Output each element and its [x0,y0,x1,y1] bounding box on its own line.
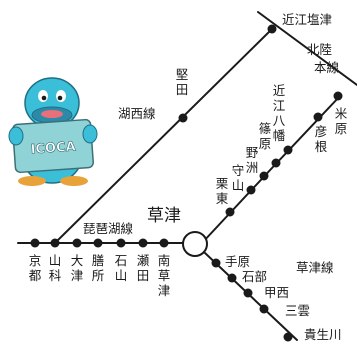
station-label-kosei_st: 甲西 [264,285,289,300]
station-dot-tehara[interactable] [211,258,221,268]
station-dot-maibara[interactable] [333,91,343,101]
kusatsu-line [204,252,298,341]
station-dot-omihachiman[interactable] [283,145,293,155]
station-dot-kibukawa[interactable] [283,332,293,342]
station-label-minamikusatsu: 南草津 [158,253,171,298]
line-label-biwako: 琵琶湖線 [83,221,134,236]
station-dot-moriyama[interactable] [246,185,256,195]
station-dot-yamashina[interactable] [50,238,60,248]
station-label-maibara: 米原 [335,106,348,136]
station-dot-kyoto[interactable] [30,238,40,248]
station-dot-kosei-st[interactable] [243,288,253,298]
card-text: ICOCA [30,139,76,157]
platypus-mascot-icon: ICOCA [8,77,98,186]
station-label-ishibe: 石部 [242,269,267,284]
station-label-rittou: 栗東 [216,176,229,206]
station-dot-shinohara[interactable] [271,158,281,168]
station-label-tehara: 手原 [225,254,250,269]
station-label-hikone: 彦根 [315,124,328,154]
station-label-omihachiman: 近江八幡 [273,83,286,143]
hub-label: 草津 [147,206,181,226]
station-label-katata: 堅田 [176,67,189,97]
line-label-kosei: 湖西線 [118,106,156,121]
hokuriku-line [257,11,357,86]
station-dot-otsu[interactable] [72,238,82,248]
station-label-zeze: 膳所 [92,253,105,283]
line-label-hokuriku: 北陸本線 [307,42,340,75]
station-dot-omishiotsu[interactable] [267,24,277,34]
station-label-otsu: 大津 [71,253,84,283]
station-dot-zeze[interactable] [93,238,103,248]
station-dots [30,24,343,342]
station-label-shinohara: 篠原 [259,121,272,151]
station-label-yamashina: 山科 [49,253,62,283]
station-label-seta: 瀬田 [137,253,150,283]
station-dot-mikumo[interactable] [259,304,269,314]
station-label-kyoto: 京都 [29,253,42,283]
station-label-moriyama: 守山 [232,163,245,193]
station-dot-ishiyama[interactable] [116,238,126,248]
station-label-mikumo: 三雲 [285,303,310,318]
station-dot-minamikusatsu[interactable] [159,238,169,248]
station-dot-yasu[interactable] [259,171,269,181]
station-label-ishiyama: 石山 [115,253,128,283]
station-dot-hikone[interactable] [313,112,323,122]
station-dot-rittou[interactable] [225,207,235,217]
line-label-kusatsu: 草津線 [296,260,334,275]
station-label-yasu: 野洲 [246,145,259,175]
station-label-kibukawa: 貴生川 [304,327,342,342]
station-dot-seta[interactable] [138,238,148,248]
station-dot-katata[interactable] [178,113,188,123]
station-label-omishiotsu: 近江塩津 [282,12,332,27]
kusatsu-hub-circle[interactable] [182,231,208,257]
station-dot-ishibe[interactable] [227,273,237,283]
